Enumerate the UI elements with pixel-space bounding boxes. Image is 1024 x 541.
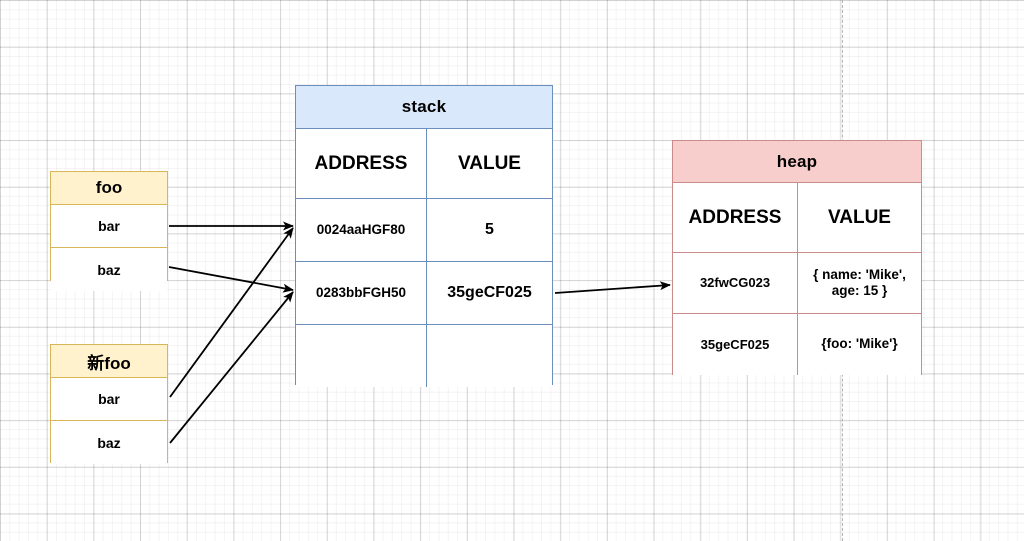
stack-title: stack	[296, 86, 552, 129]
stack-row-2-address: 0283bbFGH50	[296, 262, 427, 324]
stack-header-row: ADDRESS VALUE	[296, 129, 552, 199]
heap-header-row: ADDRESS VALUE	[673, 183, 921, 253]
heap-row-1-value: { name: 'Mike', age: 15 }	[798, 253, 921, 313]
arrow-new-foo-bar-to-stack-row1	[169, 227, 294, 398]
variable-box-foo-field-bar: bar	[51, 205, 167, 248]
heap-table: heap ADDRESS VALUE 32fwCG023 { name: 'Mi…	[672, 140, 922, 375]
stack-row-2-value: 35geCF025	[427, 262, 552, 324]
heap-row-2: 35geCF025 {foo: 'Mike'}	[673, 314, 921, 375]
variable-box-new-foo-field-baz: baz	[51, 421, 167, 464]
heap-title: heap	[673, 141, 921, 183]
stack-row-1-address: 0024aaHGF80	[296, 199, 427, 261]
heap-column-value: VALUE	[798, 183, 921, 252]
stack-row-3-address	[296, 325, 427, 387]
stack-row-2: 0283bbFGH50 35geCF025	[296, 262, 552, 325]
variable-box-foo-title: foo	[51, 172, 167, 205]
stack-column-address: ADDRESS	[296, 129, 427, 198]
variable-box-new-foo-title: 新foo	[51, 345, 167, 378]
arrow-stack-row2-to-heap-row1	[554, 281, 671, 294]
heap-row-2-address: 35geCF025	[673, 314, 798, 375]
variable-box-foo-field-baz: baz	[51, 248, 167, 291]
variable-box-new-foo-field-bar: bar	[51, 378, 167, 421]
heap-row-1: 32fwCG023 { name: 'Mike', age: 15 }	[673, 253, 921, 314]
heap-column-address: ADDRESS	[673, 183, 798, 252]
variable-box-foo: foo bar baz	[50, 171, 168, 291]
arrow-new-foo-baz-to-stack-row2	[169, 291, 294, 444]
stack-row-3-value	[427, 325, 552, 387]
arrow-foo-baz-to-stack-row2	[168, 266, 294, 293]
stack-row-1-value: 5	[427, 199, 552, 261]
heap-row-1-address: 32fwCG023	[673, 253, 798, 313]
stack-table: stack ADDRESS VALUE 0024aaHGF80 5 0283bb…	[295, 85, 553, 387]
stack-column-value: VALUE	[427, 129, 552, 198]
stack-row-1: 0024aaHGF80 5	[296, 199, 552, 262]
heap-row-2-value: {foo: 'Mike'}	[798, 314, 921, 375]
stack-row-3	[296, 325, 552, 387]
variable-box-new-foo: 新foo bar baz	[50, 344, 168, 464]
